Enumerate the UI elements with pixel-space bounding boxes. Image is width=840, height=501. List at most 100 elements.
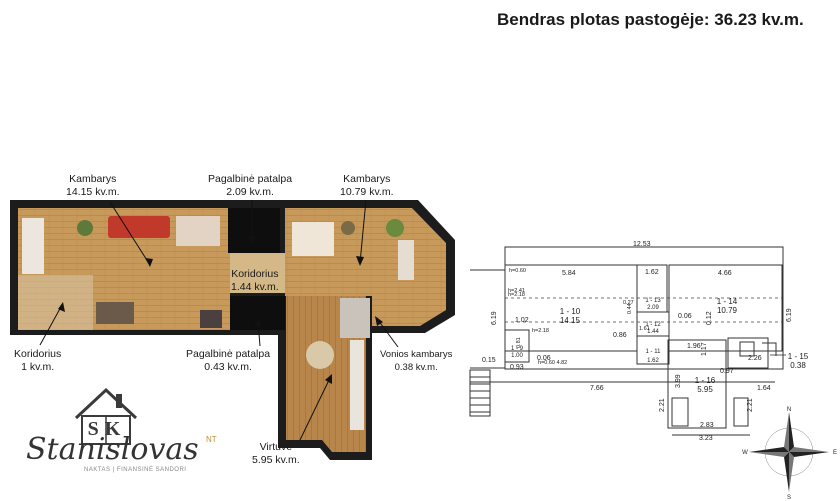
room-name: Kambarys [343,173,391,185]
bp-dim-bottom-left: 7.66 [590,385,604,392]
room-area: 1.44 kv.m. [231,281,279,293]
house-icon [74,387,138,445]
room-name: Pagalbinė patalpa [186,348,271,360]
bp-dim-kitchen-bottom: 3.23 [699,435,713,442]
brand-logo: SK Stanislovas NT NAKTAS | FINANSINĖ SAN… [24,380,217,480]
bed-left [22,218,44,274]
kitchen-counter [350,340,364,430]
bp-dim-right-h: 6.19 [786,308,793,322]
compass-rose-icon: N E S W [742,407,837,501]
compass-n: N [787,407,791,413]
room-vonios-floor [340,298,370,338]
bp-code-1-14: 1 - 14 [717,297,738,306]
bp-dim-side-221b: 2.21 [747,398,754,412]
rug-2 [292,222,334,256]
room-name: Pagalbinė patalpa [208,173,293,185]
plant-3 [341,221,355,235]
bp-dim-226: 2.26 [748,355,762,362]
bp-room-1-9 [504,329,530,363]
bp-dim-h241: h=2.41 [508,288,525,294]
kitchen-table [306,341,334,369]
room-name: Koridorius [231,268,279,280]
room-area: 10.79 kv.m. [340,186,394,198]
bp-area-1-12: 1.44 [647,329,659,335]
bp-room-1-16 [667,339,727,429]
room-area: 5.95 kv.m. [252,454,300,466]
label-pagalbine-2: Pagalbinė patalpa 0.43 kv.m. [186,348,270,374]
bp-code-1-12: 1 - 12 [645,322,661,328]
sofa [108,216,170,238]
bp-dim-top: 12.53 [633,241,651,248]
bp-area-1-14: 10.79 [717,306,738,315]
chair [200,310,222,328]
bp-code-1-9: 1 - 9 [511,346,524,352]
compass-e: E [833,450,837,456]
wardrobe-right [398,240,414,280]
bp-dim-left-rooms: 5.84 [562,270,576,277]
bp-code-1-10: 1 - 10 [560,307,581,316]
bp-area-1-16: 5.95 [697,385,713,394]
bp-stairs [469,369,491,417]
bp-area-1-15: 0.38 [790,361,806,370]
label-vonios: Vonios kambarys 0.38 kv.m. [380,348,452,374]
desk [96,302,134,324]
bp-dim-kitchen-top: 1.96 [687,343,701,350]
compass-w: W [742,450,748,456]
bp-dim-482: h=0.60 4.82 [538,360,567,366]
bp-dim-015: 0.15 [482,357,496,364]
bp-dim-h060: h=0.60 [509,268,526,274]
room-area: 0.38 kv.m. [394,362,438,373]
room-name: Kambarys [69,173,117,185]
room-area: 14.15 kv.m. [66,186,120,198]
bp-code-1-13: 1 - 13 [645,298,661,304]
bp-dim-bottom-right: 1.64 [757,385,771,392]
bp-dim-kitchen-w: 2.83 [700,422,714,429]
label-pagalbine-1: Pagalbinė patalpa 2.09 kv.m. [208,173,292,199]
room-area: 2.09 kv.m. [226,186,274,198]
bp-dim-093: 0.93 [510,364,524,371]
bp-dim-mid: 1.62 [645,269,659,276]
bp-code-1-11: 1 - 11 [646,349,662,355]
bp-dim-097: 0.97 [720,368,734,375]
bp-code-1-15: 1 - 15 [788,352,809,361]
logo-letters: SK [87,418,127,440]
room-koridorius-1-floor [230,253,285,293]
bp-dim-h218b: h=2.18 [532,328,549,334]
bp-dim-006b: 0.06 [537,355,551,362]
bp-dim-012: 0.12 [706,311,713,325]
room-name: Virtuvė [259,441,293,453]
bp-dim-102: 1.02 [515,317,529,324]
bp-dim-117: 1.17 [701,342,708,356]
bp-dim-kitchen-side: 3.99 [675,374,682,388]
label-kambarys-2: Kambarys 10.79 kv.m. [340,173,394,199]
plant-1 [77,220,93,236]
bp-area-1-10: 14.15 [560,316,581,325]
compass-s: S [787,495,791,501]
bp-area-1-11: 1.62 [647,358,659,364]
label-koridorius-2: Koridorius 1 kv.m. [14,348,61,374]
bp-room-1-11 [636,335,670,365]
bp-dim-086: 0.86 [613,332,627,339]
bp-area-1-9: 1.00 [511,353,523,359]
plant-2 [386,219,404,237]
label-koridorius-1: Koridorius 1.44 kv.m. [231,268,279,294]
room-pagalbine-1-floor [228,208,280,253]
label-kambarys-1: Kambarys 14.15 kv.m. [66,173,120,199]
bp-dim-027: 0.27 [623,300,634,306]
bp-code-1-16: 1 - 16 [695,376,716,385]
room-koridorius-2-floor [18,275,93,330]
logo-name: Stanislovas [26,432,199,467]
bp-room-1-15 [727,337,769,369]
room-name: Vonios kambarys [380,349,453,360]
room-name: Koridorius [14,348,62,360]
rug-1 [176,216,220,246]
bp-dim-side-221a: 2.21 [659,398,666,412]
bp-dim-left-h: 6.19 [491,311,498,325]
bp-dim-h218a: h=2.18 [508,292,525,298]
room-area: 1 kv.m. [21,361,55,373]
bp-area-1-13: 2.09 [647,305,659,311]
bp-dim-081: 0.81 [516,337,522,348]
total-area-title: Bendras plotas pastogėje: 36.23 kv.m. [497,10,804,29]
